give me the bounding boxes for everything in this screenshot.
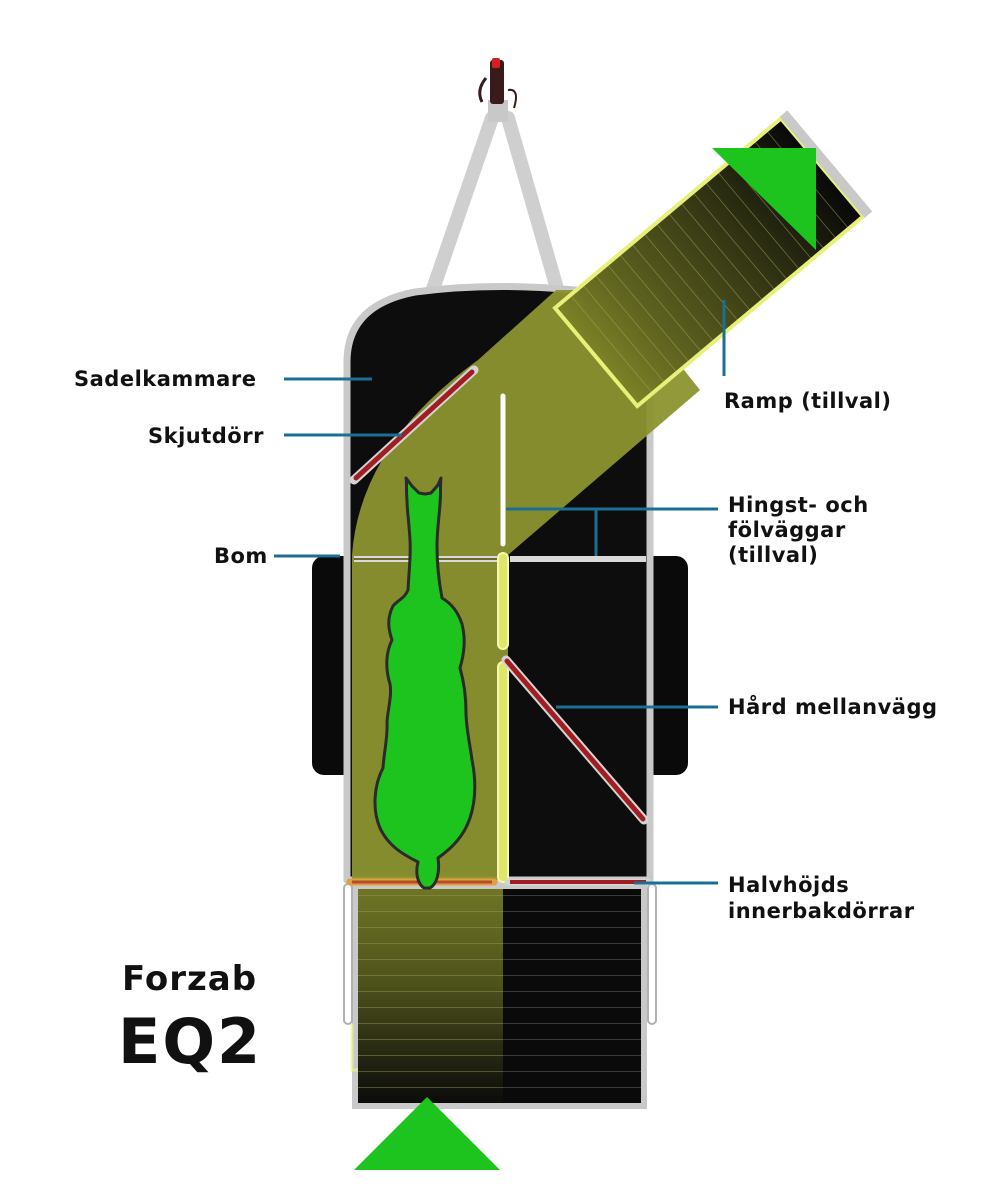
rear-direction-arrow [354, 1097, 500, 1170]
label-ramp: Ramp (tillval) [724, 389, 891, 413]
middle-wall-lower [497, 661, 509, 883]
label-hingst-line1: Hingst- och [728, 493, 869, 517]
label-hingst-line2: fölväggar [728, 518, 846, 542]
leader-lines [274, 300, 726, 885]
horse-silhouette [373, 476, 477, 890]
rear-door-hinge-left [343, 883, 353, 1025]
drawbar [425, 58, 565, 299]
label-hingst-line3: (tillval) [728, 543, 818, 567]
label-halv-line1: Halvhöjds [728, 873, 849, 897]
label-sadelkammare: Sadelkammare [74, 367, 256, 391]
brand-name: Forzab [122, 959, 257, 999]
middle-wall-upper [497, 552, 509, 650]
brand-model: EQ2 [118, 1005, 262, 1078]
label-skjutdorr: Skjutdörr [148, 424, 264, 448]
rear-door-hinge-right [647, 883, 657, 1025]
ramp-direction-arrow [712, 148, 816, 250]
label-bom: Bom [214, 544, 268, 568]
label-hard-mellanvagg: Hård mellanvägg [728, 694, 938, 719]
label-halv-line2: innerbakdörrar [728, 899, 915, 923]
